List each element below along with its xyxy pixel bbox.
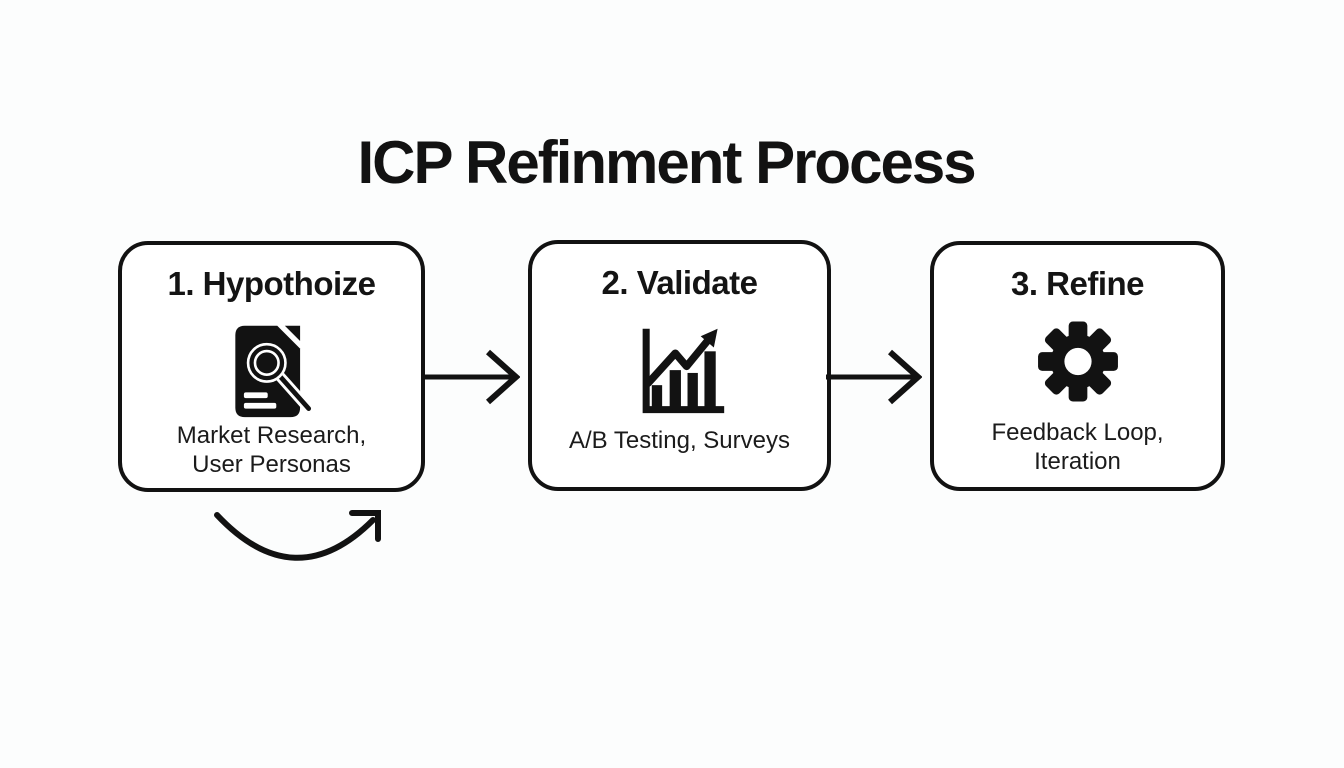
step1-title: 1. Hypothoize (167, 265, 376, 302)
step2-caption: A/B Testing, Surveys (532, 426, 827, 455)
flow-arrow-1-icon (424, 349, 520, 405)
page-title: ICP Refinment Process (357, 129, 976, 196)
step-box-refine: 3. Refine Feedback Loop, Iteration (930, 241, 1225, 491)
flow-arrow-2-icon (826, 349, 922, 405)
document-search-icon (234, 325, 314, 418)
step3-title: 3. Refine (1010, 265, 1145, 302)
step1-caption-line1: Market Research, (176, 422, 367, 449)
loop-back-arrow-icon (214, 510, 381, 561)
step-box-validate: 2. Validate A/B Testing, Surveys (528, 240, 831, 491)
step-box-hypothesize: 1. Hypothoize Market Research, User Pers… (118, 241, 425, 492)
step3-caption-line1: Feedback Loop, (991, 419, 1164, 446)
gear-icon (1037, 321, 1118, 402)
step2-title: 2. Validate (601, 264, 758, 301)
step1-caption: Market Research, User Personas (122, 421, 421, 479)
step2-caption-line1: A/B Testing, Surveys (569, 427, 790, 454)
step3-caption-line2: Iteration (1034, 448, 1121, 475)
step3-caption: Feedback Loop, Iteration (934, 418, 1221, 476)
step1-caption-line2: User Personas (192, 451, 351, 478)
bar-chart-growth-icon (642, 328, 724, 414)
